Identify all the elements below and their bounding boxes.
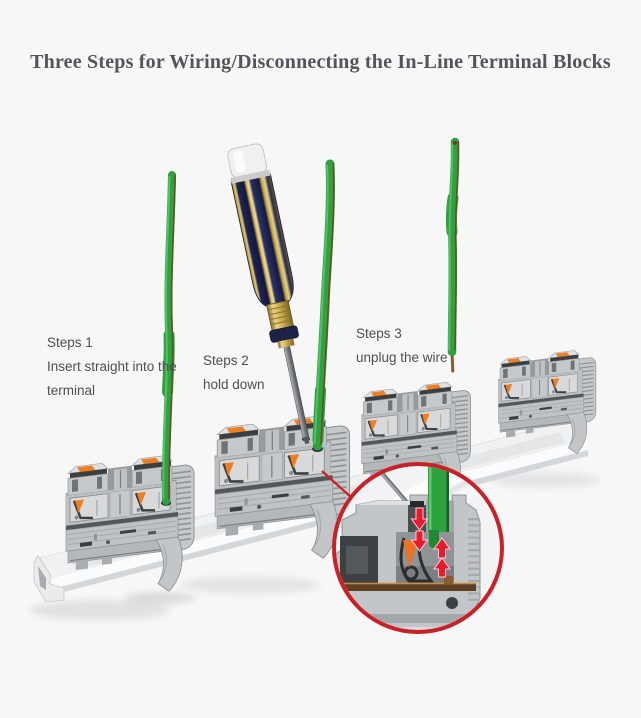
screwdriver-icon: [227, 143, 310, 445]
step-3-label: Steps 3 unplug the wire: [356, 322, 448, 370]
magnifier-ring: [332, 462, 504, 634]
terminal-block-2: [215, 412, 349, 571]
step-3-line-2: unplug the wire: [356, 350, 448, 365]
ground-shadows: [30, 472, 600, 620]
step-3-line-1: Steps 3: [356, 326, 402, 341]
step-1-line-3: terminal: [47, 383, 96, 398]
push-down-arrows-icon: [410, 507, 429, 552]
pull-up-arrows-icon: [433, 537, 451, 578]
inset-wire: [428, 466, 449, 548]
page-title: Three Steps for Wiring/Disconnecting the…: [30, 51, 611, 73]
step-2-line-2: hold down: [203, 377, 265, 392]
wire-3: [445, 137, 460, 373]
wire-2: [302, 159, 335, 452]
magnifier-inset: [332, 462, 504, 634]
step-1-line-2: Insert straight into the: [47, 359, 177, 374]
step-1-line-1: Steps 1: [47, 335, 93, 350]
step-1-label: Steps 1 Insert straight into the termina…: [47, 331, 177, 403]
orange-clamp-wedge: [403, 540, 418, 568]
wire-1: [161, 171, 176, 506]
step-2-line-1: Steps 2: [203, 353, 249, 368]
magnifier-connector-line: [321, 470, 353, 499]
step-2-label: Steps 2 hold down: [203, 349, 265, 397]
